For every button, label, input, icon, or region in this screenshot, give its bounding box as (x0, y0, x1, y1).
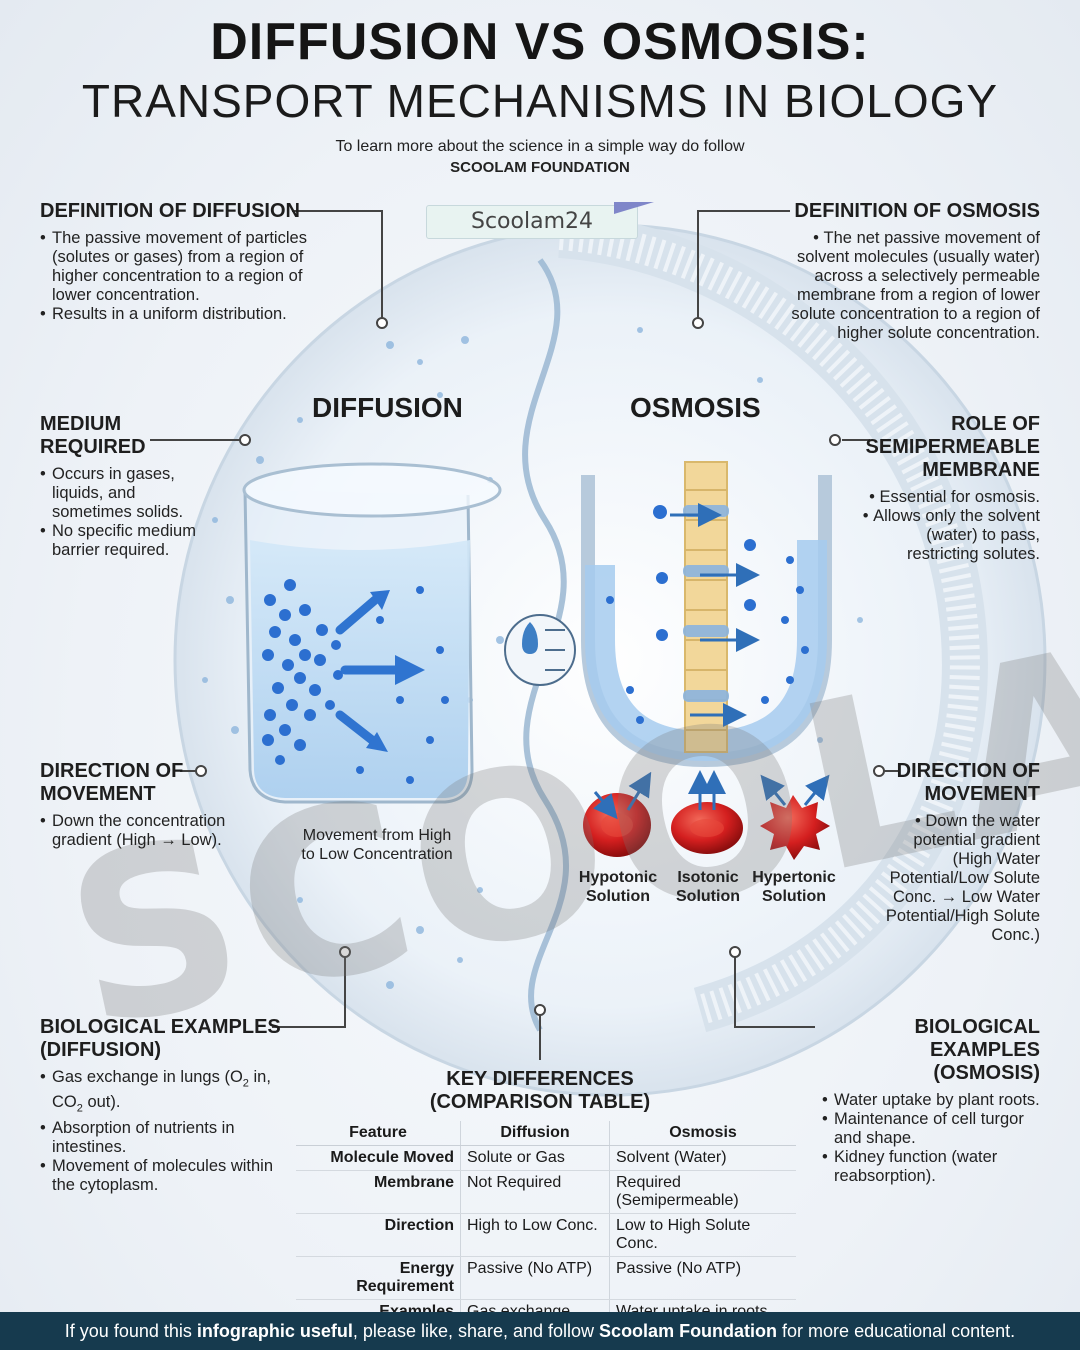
diffusion-examples-heading-1: BIOLOGICAL EXAMPLES (40, 1016, 281, 1038)
page-subtitle: TRANSPORT MECHANISMS IN BIOLOGY (81, 75, 999, 127)
diffusion-definition-heading: DEFINITION OF DIFFUSION (40, 200, 300, 222)
osmosis-example-item: Water uptake by plant roots. (822, 1091, 1040, 1110)
comparison-table: Feature Diffusion Osmosis Molecule Moved… (296, 1121, 796, 1342)
osmosis-example-item: Maintenance of cell turgor and shape. (822, 1110, 1040, 1148)
osmosis-definition-item: The net passive movement of solvent mole… (770, 229, 1040, 343)
footer-text: for more educational content. (777, 1321, 1016, 1341)
diffusion-direction-heading-2: MOVEMENT (40, 783, 156, 805)
diffusion-label: DIFFUSION (312, 392, 463, 423)
u-tube-illustration (581, 461, 832, 768)
beaker-caption-line: to Low Concentration (301, 846, 453, 863)
table-row: Direction High to Low Conc. Low to High … (296, 1213, 796, 1257)
flag-icon (614, 202, 654, 214)
cell-label-line: Isotonic (677, 869, 739, 886)
osmosis-label: OSMOSIS (630, 392, 761, 423)
table-cell: Membrane (296, 1170, 461, 1214)
membrane-heading-2: SEMIPERMEABLE (865, 436, 1040, 458)
red-blood-cells (583, 770, 830, 860)
osmosis-examples-heading-1: BIOLOGICAL EXAMPLES (914, 1016, 1040, 1061)
table-cell: Low to High Solute Conc. (609, 1213, 796, 1257)
medium-required: MEDIUM REQUIRED Occurs in gases, liquids… (40, 413, 210, 560)
table-cell: High to Low Conc. (460, 1213, 610, 1257)
comparison-heading-line: (COMPARISON TABLE) (429, 1091, 651, 1113)
table-cell: Not Required (460, 1170, 610, 1214)
example-text: in, CO (52, 1068, 271, 1112)
osmosis-direction: DIRECTION OF MOVEMENT Down the water pot… (878, 760, 1040, 945)
medium-item: Occurs in gases, liquids, and sometimes … (40, 465, 210, 522)
table-row: Energy Requirement Passive (No ATP) Pass… (296, 1256, 796, 1300)
diffusion-definition: DEFINITION OF DIFFUSION The passive move… (40, 200, 340, 324)
diffusion-direction-item: Down the concentration gradient (High → … (40, 812, 240, 850)
beaker-illustration (242, 462, 502, 804)
table-cell: Passive (No ATP) (460, 1256, 610, 1300)
membrane-heading-1: ROLE OF (951, 413, 1040, 435)
column-header: Diffusion (460, 1121, 610, 1146)
hypertonic-label: Hypertonic Solution (748, 868, 840, 906)
column-header: Osmosis (609, 1121, 796, 1146)
column-header: Feature (296, 1121, 461, 1146)
footer-banner: If you found this infographic useful, pl… (0, 1312, 1080, 1350)
comparison-heading: KEY DIFFERENCES (COMPARISON TABLE) (340, 1068, 740, 1114)
osmosis-examples: BIOLOGICAL EXAMPLES (OSMOSIS) Water upta… (822, 1016, 1040, 1186)
beaker-caption-line: Movement from High (302, 827, 452, 844)
footer-emphasis: Scoolam Foundation (599, 1321, 778, 1341)
diffusion-examples: BIOLOGICAL EXAMPLES (DIFFUSION) Gas exch… (40, 1016, 290, 1195)
hypotonic-label: Hypotonic Solution (572, 868, 664, 906)
table-cell: Passive (No ATP) (609, 1256, 796, 1300)
osmosis-examples-heading-2: (OSMOSIS) (933, 1062, 1040, 1084)
cell-label-line: Hypertonic (752, 869, 836, 886)
membrane-role: ROLE OF SEMIPERMEABLE MEMBRANE Essential… (860, 413, 1040, 564)
example-text: Gas exchange in lungs (O (52, 1068, 243, 1086)
cell-label-line: Hypotonic (578, 869, 658, 886)
footer-emphasis: infographic useful (196, 1321, 353, 1341)
table-row: Membrane Not Required Required (Semiperm… (296, 1170, 796, 1214)
table-cell: Solute or Gas (460, 1145, 610, 1171)
cell-label-line: Solution (676, 888, 740, 905)
tagline: To learn more about the science in a sim… (335, 138, 745, 155)
membrane-item: Essential for osmosis. (860, 488, 1040, 507)
handle-badge: Scoolam24 (426, 205, 638, 239)
table-cell: Molecule Moved (296, 1145, 461, 1171)
membrane-item: Allows only the solvent (water) to pass,… (860, 507, 1040, 564)
medium-heading-2: REQUIRED (40, 436, 146, 458)
page-title: DIFFUSION VS OSMOSIS: (210, 13, 870, 71)
diffusion-definition-item: Results in a uniform distribution. (40, 305, 340, 324)
osmosis-definition-heading: DEFINITION OF OSMOSIS (794, 200, 1040, 222)
membrane-heading-3: MEMBRANE (922, 459, 1040, 481)
table-cell: Solvent (Water) (609, 1145, 796, 1171)
beaker-caption: Movement from High to Low Concentration (280, 826, 474, 864)
cell-label-line: Solution (586, 888, 650, 905)
cell-label-line: Solution (762, 888, 826, 905)
foundation-name: SCOOLAM FOUNDATION (450, 159, 630, 176)
table-header-row: Feature Diffusion Osmosis (296, 1121, 796, 1146)
table-row: Molecule Moved Solute or Gas Solvent (Wa… (296, 1145, 796, 1171)
medium-heading-1: MEDIUM (40, 413, 122, 435)
connector-dot-icon (195, 317, 885, 1016)
example-text: out). (82, 1093, 121, 1112)
diffusion-example-item: Absorption of nutrients in intestines. (40, 1119, 290, 1157)
diffusion-example-item: Movement of molecules within the cytopla… (40, 1157, 290, 1195)
osmosis-direction-heading-1: DIRECTION OF (896, 760, 1040, 782)
osmosis-definition: DEFINITION OF OSMOSIS The net passive mo… (770, 200, 1040, 343)
diffusion-examples-heading-2: (DIFFUSION) (40, 1039, 162, 1061)
diffusion-direction: DIRECTION OF MOVEMENT Down the concentra… (40, 760, 240, 850)
diffusion-definition-item: The passive movement of particles (solut… (40, 229, 340, 305)
table-cell: Direction (296, 1213, 461, 1257)
water-drop-icon (504, 614, 576, 686)
isotonic-label: Isotonic Solution (664, 868, 752, 906)
osmosis-direction-item: Down the water potential gradient (High … (878, 812, 1040, 945)
osmosis-direction-heading-2: MOVEMENT (924, 783, 1040, 805)
medium-item: No specific medium barrier required. (40, 522, 210, 560)
diffusion-direction-heading-1: DIRECTION OF (40, 760, 184, 782)
osmosis-example-item: Kidney function (water reabsorption). (822, 1148, 1040, 1186)
diffusion-example-item: Gas exchange in lungs (O2 in, CO2 out). (40, 1068, 290, 1119)
comparison-heading-line: KEY DIFFERENCES (446, 1068, 634, 1090)
table-cell: Energy Requirement (296, 1256, 461, 1300)
footer-text: , please like, share, and follow (352, 1321, 600, 1341)
footer-text: If you found this (64, 1321, 197, 1341)
table-cell: Required (Semipermeable) (609, 1170, 796, 1214)
